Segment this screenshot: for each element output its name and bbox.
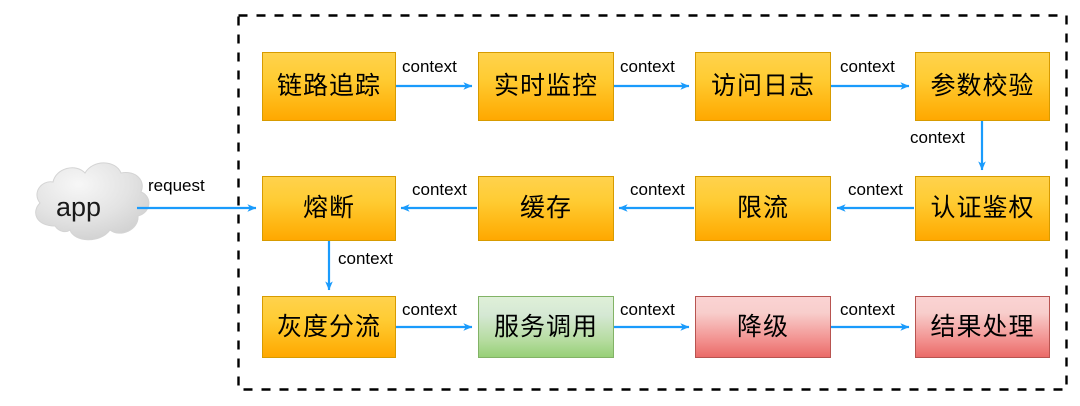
node-service-invoke[interactable]: 服务调用 (478, 296, 614, 358)
edge-label-context-r1c: context (838, 57, 897, 76)
node-realtime-monitor[interactable]: 实时监控 (478, 52, 614, 121)
edge-label-context-col4: context (908, 128, 967, 147)
node-label: 熔断 (302, 194, 355, 222)
edge-label-context-r3a: context (400, 300, 459, 319)
edge-label-context-r2b: context (628, 180, 687, 199)
node-cache[interactable]: 缓存 (478, 176, 614, 241)
node-label: 限流 (736, 194, 789, 222)
node-degrade[interactable]: 降级 (695, 296, 831, 358)
node-label: 灰度分流 (276, 312, 381, 341)
node-circuit-breaker[interactable]: 熔断 (262, 176, 396, 241)
node-label: 服务调用 (493, 312, 598, 341)
node-access-log[interactable]: 访问日志 (695, 52, 831, 121)
edge-label-request: request (146, 176, 207, 195)
node-rate-limit[interactable]: 限流 (695, 176, 831, 241)
node-gray-routing[interactable]: 灰度分流 (262, 296, 396, 358)
node-label: 访问日志 (710, 72, 815, 100)
edge-label-context-r1b: context (618, 57, 677, 76)
node-label: 参数校验 (930, 72, 1035, 100)
node-label: 实时监控 (493, 72, 598, 100)
edge-label-context-r2c: context (410, 180, 469, 199)
edge-label-context-r2a: context (846, 180, 905, 199)
node-link-tracing[interactable]: 链路追踪 (262, 52, 396, 121)
node-label: 认证鉴权 (930, 194, 1035, 222)
edge-label-context-r1a: context (400, 57, 459, 76)
app-cloud-shape (35, 162, 150, 241)
node-label: 降级 (736, 312, 789, 341)
edge-label-context-col1: context (336, 249, 395, 268)
node-auth[interactable]: 认证鉴权 (915, 176, 1050, 241)
edge-label-context-r3b: context (618, 300, 677, 319)
node-result-handling[interactable]: 结果处理 (915, 296, 1050, 358)
boundary-dashed-rect (237, 14, 1068, 391)
node-label: 结果处理 (930, 312, 1035, 341)
node-label: 链路追踪 (276, 72, 381, 100)
node-label: 缓存 (519, 194, 572, 222)
app-cloud-label: app (56, 192, 102, 222)
edge-label-context-r3c: context (838, 300, 897, 319)
node-param-validation[interactable]: 参数校验 (915, 52, 1050, 121)
